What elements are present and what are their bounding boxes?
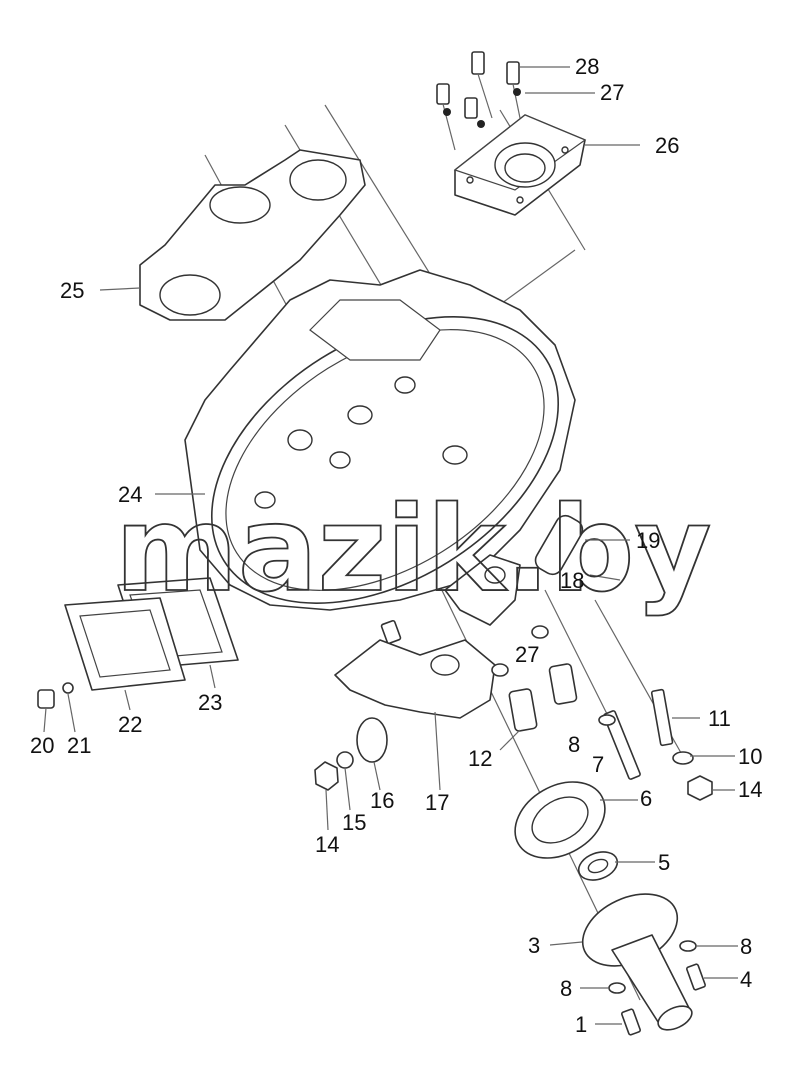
callout-1: 1 <box>575 1012 587 1037</box>
part-4-bolt <box>686 963 706 991</box>
callout-8-bottom: 8 <box>560 976 572 1001</box>
callout-8-upper: 8 <box>568 732 580 757</box>
part-3-sleeve <box>581 893 693 1031</box>
part-11-stud <box>650 688 674 747</box>
part-5-seal <box>577 851 619 881</box>
callout-12: 12 <box>468 746 492 771</box>
callout-27-top: 27 <box>600 80 624 105</box>
callout-21: 21 <box>67 733 91 758</box>
callout-20: 20 <box>30 733 54 758</box>
part-1-bolt <box>621 1008 641 1036</box>
part-12-bolt <box>508 688 538 732</box>
callout-15: 15 <box>342 810 366 835</box>
part-20-bolt <box>37 689 55 709</box>
part-8-washer-right <box>679 940 697 952</box>
callout-19: 19 <box>636 528 660 553</box>
callout-25: 25 <box>60 278 84 303</box>
callout-27-lower: 27 <box>515 642 539 667</box>
callout-24: 24 <box>118 482 142 507</box>
callout-18: 18 <box>560 568 584 593</box>
part-26-plate <box>453 114 587 216</box>
callout-22: 22 <box>118 712 142 737</box>
callout-5: 5 <box>658 850 670 875</box>
callout-14-left: 14 <box>315 832 339 857</box>
callout-11: 11 <box>708 706 731 731</box>
callout-10: 10 <box>738 744 762 769</box>
part-10-washer <box>672 751 694 765</box>
part-27-bolt-lower <box>491 625 578 705</box>
part-8-washer-bottom <box>608 982 626 994</box>
callout-26: 26 <box>655 133 679 158</box>
callout-labels: 28 27 26 25 24 19 18 27 23 22 21 20 11 1… <box>30 54 762 1037</box>
callout-3: 3 <box>528 933 540 958</box>
callout-16: 16 <box>370 788 394 813</box>
callout-14-right: 14 <box>738 777 762 802</box>
part-28-bolts <box>436 51 521 151</box>
part-15-washer <box>336 751 354 769</box>
callout-17: 17 <box>425 790 449 815</box>
housing <box>184 269 576 611</box>
part-16-bushing <box>356 717 388 763</box>
callout-23: 23 <box>198 690 222 715</box>
part-7-stud <box>603 710 641 780</box>
part-25-gasket <box>139 149 366 321</box>
callout-28: 28 <box>575 54 599 79</box>
part-8-washer-upper <box>598 714 616 726</box>
callout-leaders <box>43 66 738 1025</box>
part-19-shaft <box>534 514 584 576</box>
callout-4: 4 <box>740 967 752 992</box>
part-14-nut-left <box>314 761 339 791</box>
watermark-text: mazik.by <box>115 480 711 618</box>
part-14-nut-right <box>687 775 713 801</box>
part-6-gasket <box>514 781 606 859</box>
part-21-washer <box>62 682 74 694</box>
part-18-lever <box>444 554 521 626</box>
part-17-fork <box>334 619 496 719</box>
callout-7: 7 <box>592 752 604 777</box>
part-22-cover <box>64 597 186 691</box>
callout-6: 6 <box>640 786 652 811</box>
callout-8-right: 8 <box>740 934 752 959</box>
